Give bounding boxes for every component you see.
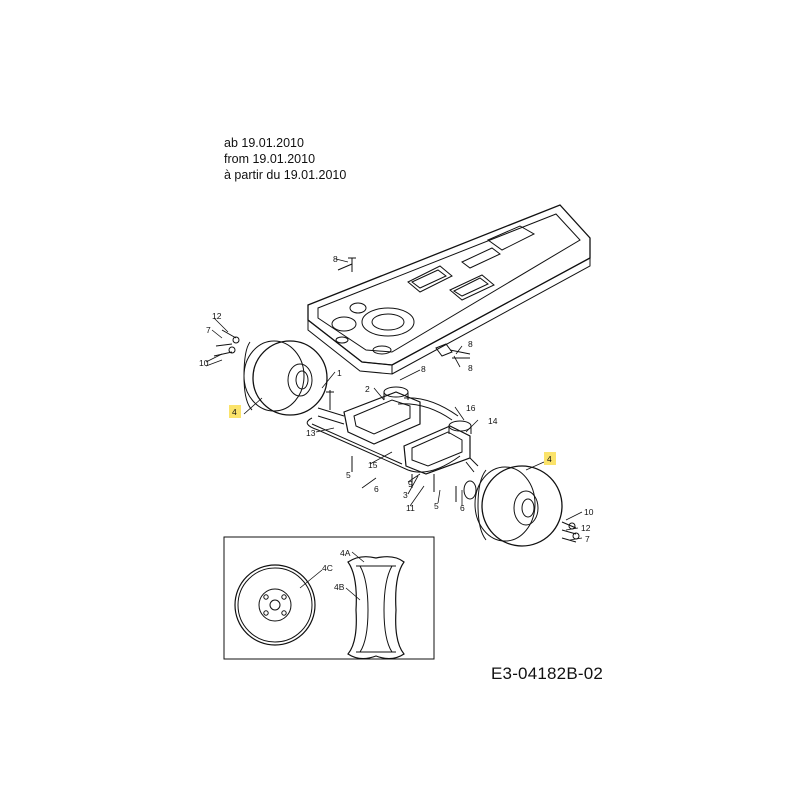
callout-8-top: 8 xyxy=(333,254,338,264)
fasteners xyxy=(213,257,580,543)
callout-3: 3 xyxy=(403,490,408,500)
callout-1: 1 xyxy=(337,368,342,378)
transaxle-assembly xyxy=(306,386,479,502)
callout-4b: 4B xyxy=(334,582,345,592)
callout-12-left: 12 xyxy=(212,311,222,321)
callout-4a: 4A xyxy=(340,548,351,558)
callout-12-right: 12 xyxy=(581,523,591,533)
callout-4-right: 4 xyxy=(547,454,552,464)
right-wheel xyxy=(463,465,563,547)
drawing-code: E3-04182B-02 xyxy=(491,664,604,683)
callout-14: 14 xyxy=(488,416,498,426)
callout-5-left: 5 xyxy=(346,470,351,480)
left-wheel xyxy=(243,340,328,416)
callout-7-right: 7 xyxy=(585,534,590,544)
callout-8-right-a: 8 xyxy=(468,339,473,349)
callout-6-left: 6 xyxy=(374,484,379,494)
frame xyxy=(307,204,591,375)
callout-8-center: 8 xyxy=(421,364,426,374)
callout-9: 9 xyxy=(408,479,413,489)
highlight-part-4-left xyxy=(229,405,241,418)
callout-2: 2 xyxy=(365,384,370,394)
header-line-de: ab 19.01.2010 xyxy=(224,136,304,150)
callout-16: 16 xyxy=(466,403,476,413)
callout-13: 13 xyxy=(306,428,316,438)
callout-8-right-b: 8 xyxy=(468,363,473,373)
callout-10-right: 10 xyxy=(584,507,594,517)
callout-5-right: 5 xyxy=(434,501,439,511)
callout-6-right: 6 xyxy=(460,503,465,513)
header-line-en: from 19.01.2010 xyxy=(224,152,316,166)
leader-lines xyxy=(205,258,583,541)
wheel-detail-box xyxy=(223,536,435,660)
callout-labels: 8 12 7 10 4 1 2 8 8 8 16 14 13 15 5 6 9 … xyxy=(199,254,594,592)
callout-7-left: 7 xyxy=(206,325,211,335)
highlight-part-4-right xyxy=(544,452,556,465)
callout-4c: 4C xyxy=(322,563,333,573)
header-line-fr: à partir du 19.01.2010 xyxy=(224,168,347,182)
callout-15: 15 xyxy=(368,460,378,470)
callout-11: 11 xyxy=(406,503,415,513)
callout-4-left: 4 xyxy=(232,407,237,417)
callout-10-left: 10 xyxy=(199,358,209,368)
